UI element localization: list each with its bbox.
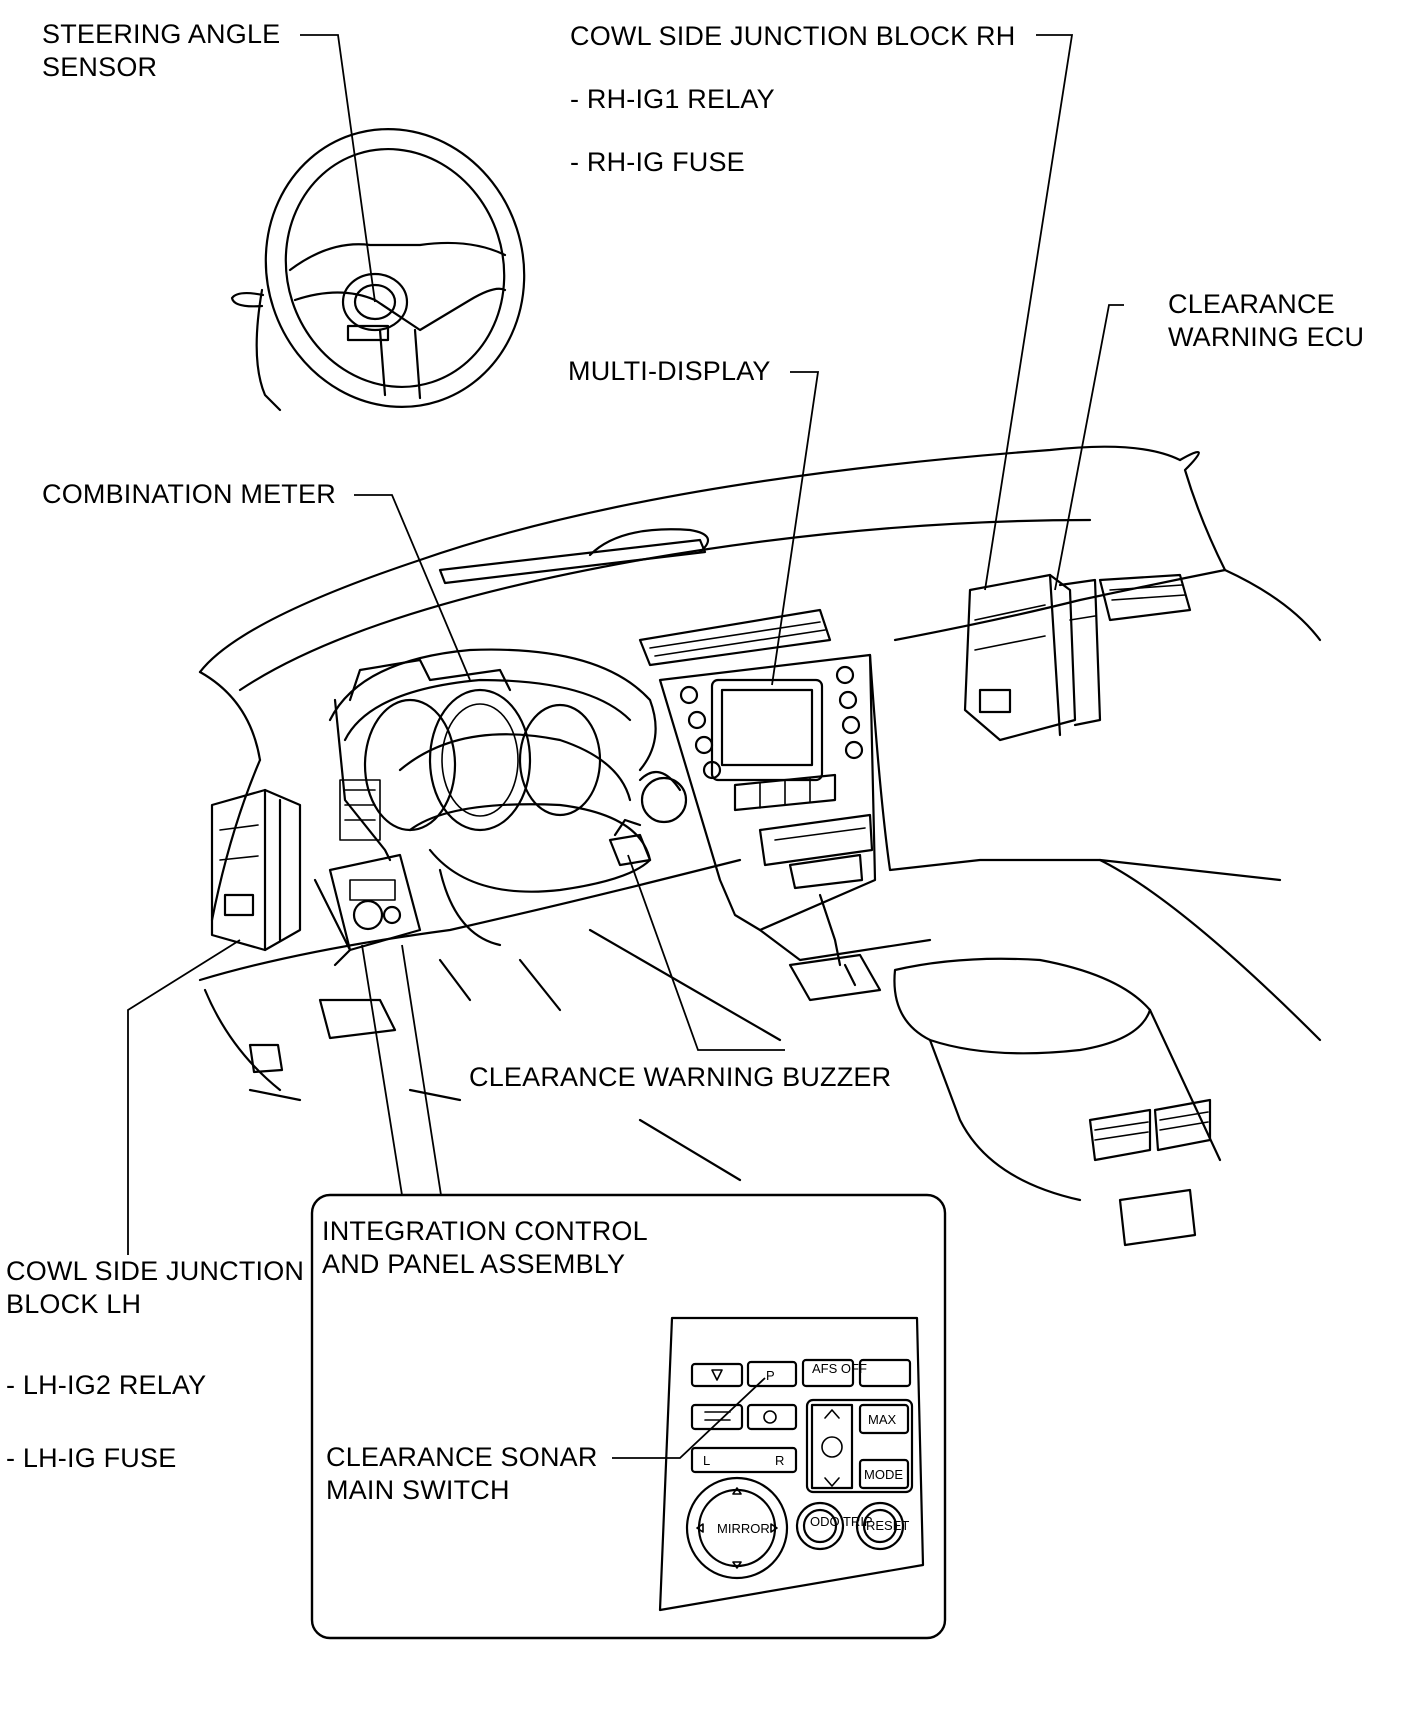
label-cowl-junction-lh: COWL SIDE JUNCTION BLOCK LH - LH-IG2 REL… xyxy=(6,1255,304,1475)
dashboard-drawing xyxy=(198,445,1322,1247)
reset-label: RESET xyxy=(866,1518,909,1533)
cowl-rh-title: COWL SIDE JUNCTION BLOCK RH xyxy=(570,21,1016,51)
label-clearance-warning-buzzer: CLEARANCE WARNING BUZZER xyxy=(469,1062,892,1092)
max-label: MAX xyxy=(868,1412,897,1427)
label-multi-display: MULTI-DISPLAY xyxy=(568,356,771,386)
label-integration-panel: INTEGRATION CONTROL AND PANEL ASSEMBLY xyxy=(322,1216,648,1279)
cowl-lh-title-1: COWL SIDE JUNCTION xyxy=(6,1256,305,1286)
mode-label: MODE xyxy=(864,1467,903,1482)
label-clearance-warning-ecu: CLEARANCE WARNING ECU xyxy=(1168,289,1365,352)
cowl-rh-item-2: - RH-IG FUSE xyxy=(570,147,745,177)
label-cowl-junction-rh: COWL SIDE JUNCTION BLOCK RH - RH-IG1 REL… xyxy=(570,20,1015,179)
integration-panel-inset: P AFS OFF L R MAX MODE MIRROR ODO TRIP R… xyxy=(310,1193,947,1640)
cowl-lh-item-1: - LH-IG2 RELAY xyxy=(6,1370,207,1400)
steering-wheel-drawing xyxy=(230,128,526,412)
afs-off-label: AFS OFF xyxy=(812,1361,867,1376)
cowl-lh-item-2: - LH-IG FUSE xyxy=(6,1443,177,1473)
label-steering-angle-sensor: STEERING ANGLE SENSOR xyxy=(42,19,281,82)
parking-button-label: P xyxy=(766,1368,775,1383)
label-combination-meter: COMBINATION METER xyxy=(42,479,336,509)
leader-lines xyxy=(127,34,1124,1459)
cowl-lh-title-2: BLOCK LH xyxy=(6,1289,142,1319)
left-label: L xyxy=(703,1453,710,1468)
mirror-label: MIRROR xyxy=(717,1521,770,1536)
right-label: R xyxy=(775,1453,784,1468)
label-clearance-sonar-switch: CLEARANCE SONAR MAIN SWITCH xyxy=(326,1442,598,1505)
cowl-rh-item-1: - RH-IG1 RELAY xyxy=(570,84,775,114)
